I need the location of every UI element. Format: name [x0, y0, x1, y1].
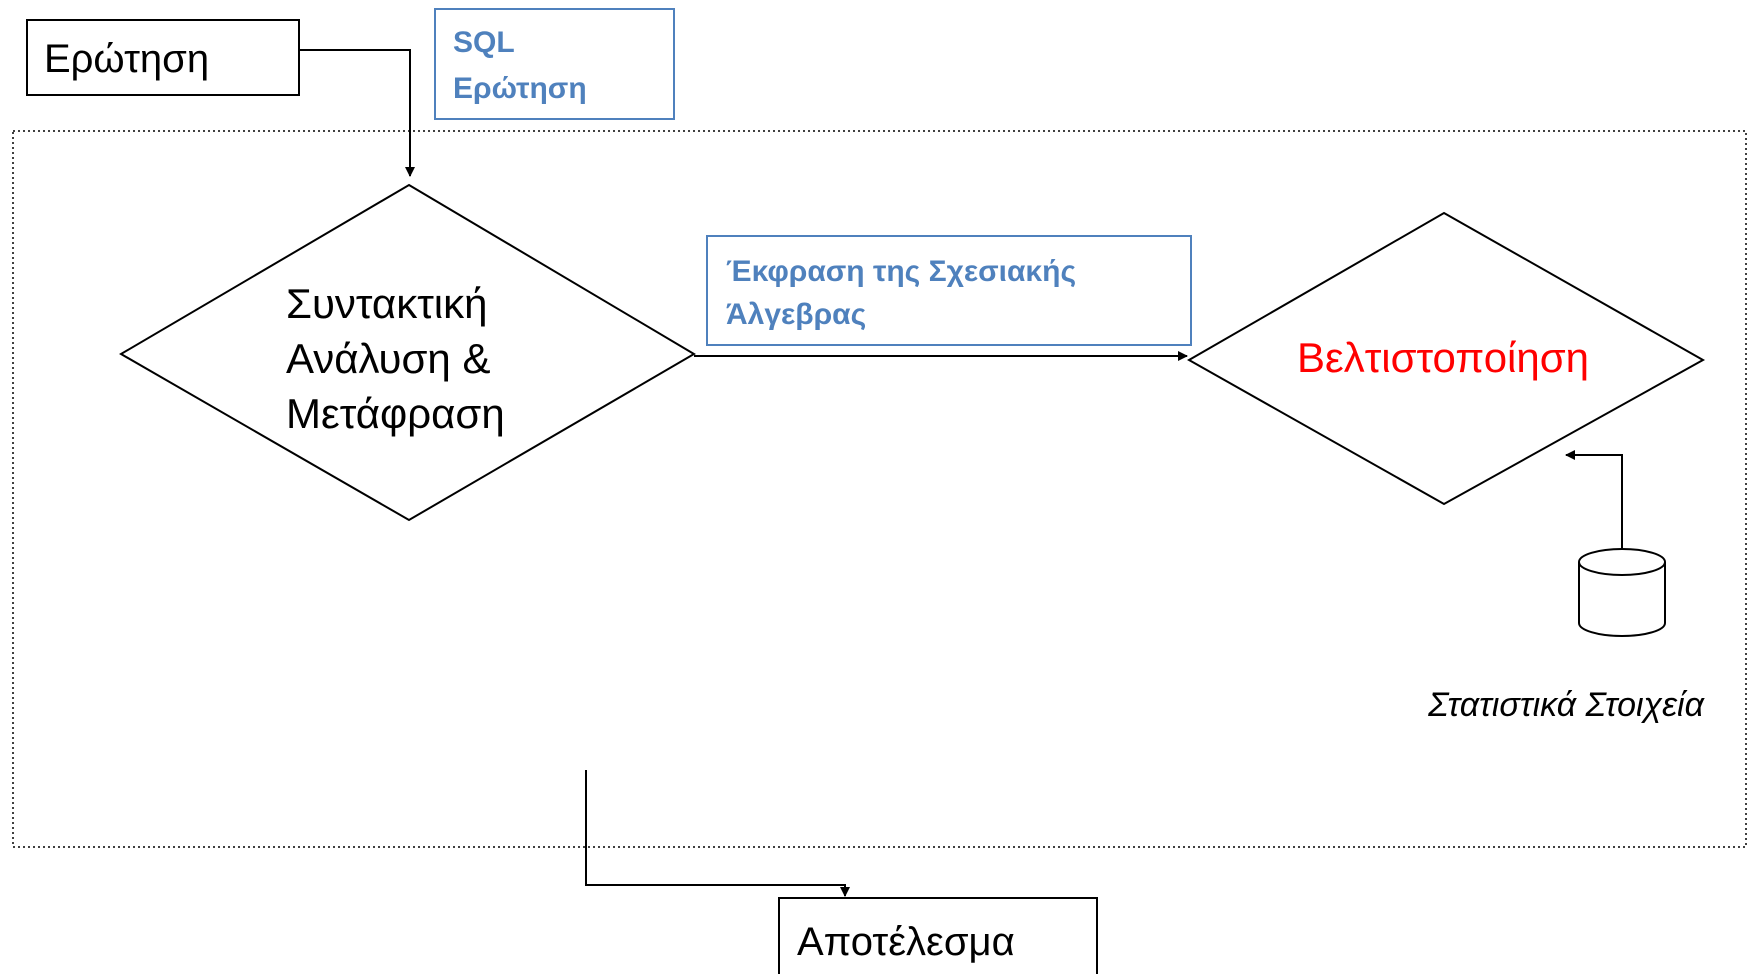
- statistics-label: Στατιστικά Στοιχεία: [1427, 686, 1705, 724]
- query-to-parse-arrow: [299, 49, 415, 177]
- algebra-note-line2: Άλγεβρας: [726, 298, 866, 331]
- parse-diamond: Συντακτική Ανάλυση & Μετάφραση: [119, 183, 696, 522]
- parse-line1: Συντακτική: [286, 280, 488, 327]
- sql-note-line2: Ερώτηση: [453, 72, 587, 105]
- sql-note: SQL Ερώτηση: [434, 8, 675, 120]
- parse-line3: Μετάφραση: [286, 390, 505, 437]
- sql-note-line1: SQL: [453, 26, 515, 59]
- result-box: Αποτέλεσμα: [778, 897, 1098, 974]
- optimize-label: Βελτιστοποίηση: [1297, 334, 1589, 381]
- to-result-arrow: [585, 770, 850, 897]
- database-cylinder-icon: [1578, 548, 1666, 637]
- algebra-note: Έκφραση της Σχεσιακής Άλγεβρας: [706, 235, 1192, 346]
- result-box-label: Αποτέλεσμα: [797, 920, 1015, 964]
- processing-boundary: [12, 130, 1747, 848]
- query-box-label: Ερώτηση: [44, 37, 209, 81]
- parse-line2: Ανάλυση &: [286, 335, 490, 382]
- statistics-to-optimize-arrow: [1565, 450, 1623, 548]
- query-box: Ερώτηση: [26, 19, 300, 96]
- optimize-diamond: Βελτιστοποίηση: [1186, 211, 1706, 506]
- algebra-note-line1: Έκφραση της Σχεσιακής: [726, 255, 1076, 288]
